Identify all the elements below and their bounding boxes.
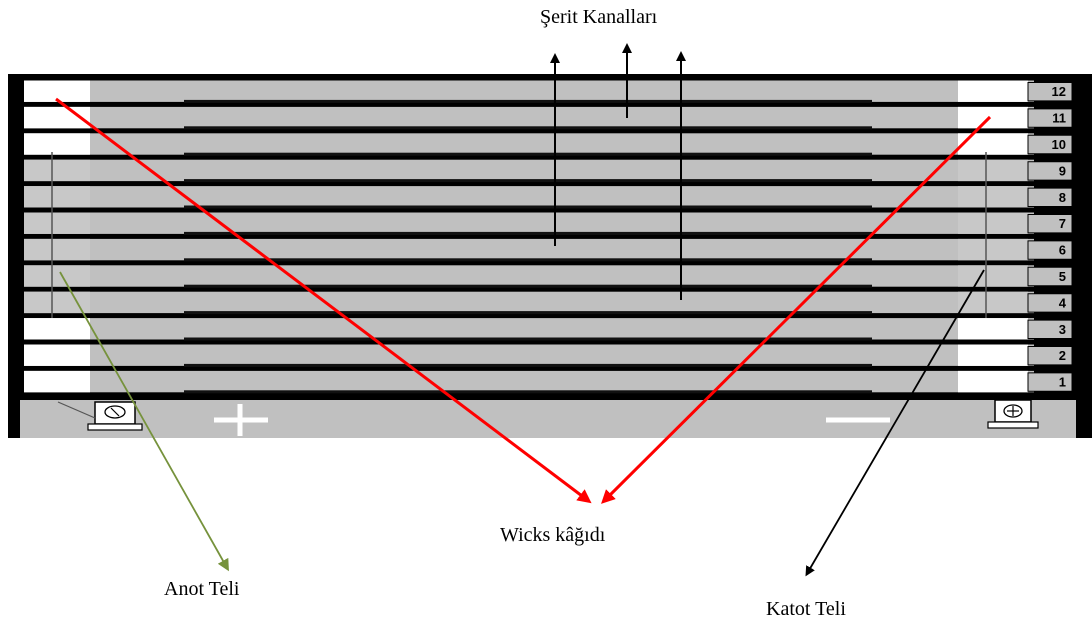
lane-divider <box>184 179 872 183</box>
plus-symbol <box>214 404 268 436</box>
lane-11: 11 <box>24 106 1073 130</box>
left-wick-pad <box>24 133 90 155</box>
right-wick-pad <box>958 344 1028 366</box>
lane-channel <box>24 238 1034 261</box>
lane-3: 3 <box>24 318 1073 341</box>
lane-channel <box>24 265 1034 287</box>
lane-number-tab <box>1027 240 1073 260</box>
lane-channel <box>24 370 1034 393</box>
lane-7: 7 <box>24 212 1073 235</box>
lane-2: 2 <box>24 344 1073 367</box>
cathode-wire-label: Katot Teli <box>766 598 846 620</box>
lane-1: 1 <box>24 370 1073 394</box>
lane-6: 6 <box>24 238 1073 262</box>
right-wick-pad <box>958 370 1028 393</box>
wicks-arrow-left <box>55 97 592 504</box>
lane-divider <box>184 152 872 156</box>
lane-number: 11 <box>1052 111 1066 126</box>
lane-channel <box>24 133 1034 155</box>
lane-divider <box>184 231 872 235</box>
lane-channel <box>24 106 1034 129</box>
lane-9: 9 <box>24 159 1073 183</box>
lane-number: 4 <box>1059 295 1067 310</box>
lane-divider <box>184 363 872 367</box>
left-wick-pad <box>24 80 90 102</box>
right-wick-pad <box>958 106 1028 129</box>
lane-channel <box>24 291 1034 314</box>
lane-divider <box>184 258 872 262</box>
lane-number: 6 <box>1059 243 1066 258</box>
lane-divider <box>184 337 872 341</box>
lane-channel <box>24 318 1034 340</box>
left-wick-pad <box>24 186 90 208</box>
left-wick-pad <box>24 370 90 393</box>
anode-arrow <box>59 271 229 572</box>
lane-number-tab <box>1027 372 1073 392</box>
lane-number-tab <box>1027 293 1073 313</box>
lane-number: 1 <box>1059 375 1066 390</box>
cathode-arrow <box>805 269 985 577</box>
lane-channels-label: Şerit Kanalları <box>540 6 658 28</box>
left-wick-pad <box>24 318 90 340</box>
right-wick-pad <box>958 133 1028 155</box>
lane-number-tab <box>1027 214 1073 234</box>
lane-5: 5 <box>24 265 1073 288</box>
lane-number-tab <box>1027 319 1073 339</box>
right-wick-pad <box>958 318 1028 340</box>
right-wick-pad <box>958 212 1028 234</box>
lane-channel <box>24 159 1034 182</box>
lane-divider <box>184 126 872 130</box>
left-wick-pad <box>24 238 90 261</box>
anode-connector <box>57 401 143 431</box>
lane-12: 12 <box>24 80 1073 103</box>
lane-10: 10 <box>24 133 1073 156</box>
lane-channel <box>24 212 1034 234</box>
lane-number-tab <box>1027 266 1073 287</box>
left-wick-pad <box>24 291 90 314</box>
lane-number: 3 <box>1059 322 1066 337</box>
left-wick-pad <box>24 265 90 287</box>
right-wick-pad <box>958 186 1028 208</box>
wicks-arrow-right <box>601 115 992 504</box>
anode-wire-label: Anot Teli <box>164 578 240 600</box>
lane-divider <box>184 99 872 103</box>
lane-divider <box>184 284 872 288</box>
lane-8: 8 <box>24 186 1073 209</box>
tray-base <box>20 400 1076 438</box>
lane-number-tab <box>1027 187 1073 207</box>
lane-4: 4 <box>24 291 1073 315</box>
lane-divider <box>184 311 872 315</box>
right-wick-pad <box>958 291 1028 314</box>
left-wick-pad <box>24 344 90 366</box>
lane-divider <box>184 205 872 209</box>
wicks-paper-label: Wicks kâğıdı <box>500 524 606 546</box>
left-wick-pad <box>24 212 90 234</box>
lane-number: 5 <box>1059 269 1066 284</box>
lane-number-tab <box>1027 82 1073 102</box>
lane-number: 7 <box>1059 216 1066 231</box>
lane-channel <box>24 344 1034 366</box>
lane-number: 2 <box>1059 348 1066 363</box>
lane-number-tab <box>1027 134 1073 155</box>
tray: 12 11 10 9 8 7 6 5 4 3 2 1 <box>8 74 1092 438</box>
lane-number: 9 <box>1059 163 1066 178</box>
right-wick-pad <box>958 265 1028 287</box>
lane-channels: 12 11 10 9 8 7 6 5 4 3 2 1 <box>24 80 1073 394</box>
lane-channel <box>24 186 1034 208</box>
left-wick-pad <box>24 159 90 182</box>
lane-divider <box>184 390 872 394</box>
lane-number: 12 <box>1052 84 1066 99</box>
cathode-connector <box>987 399 1039 429</box>
right-wick-pad <box>958 238 1028 261</box>
lane-channel <box>24 80 1034 102</box>
lane-number-tab <box>1027 161 1073 181</box>
lane-number: 8 <box>1059 190 1066 205</box>
right-wick-pad <box>958 80 1028 102</box>
lane-number: 10 <box>1052 137 1066 152</box>
right-wick-pad <box>958 159 1028 182</box>
lane-number-tab <box>1027 346 1073 366</box>
lane-number-tab <box>1027 108 1073 128</box>
